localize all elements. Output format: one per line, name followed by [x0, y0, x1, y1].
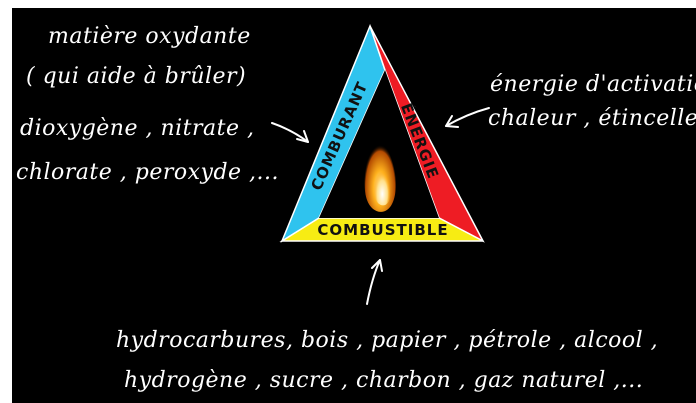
fire-triangle-diagram: COMBURANT ÉNERGIE COMBUSTIBLE	[12, 8, 696, 403]
arrow-icon	[367, 260, 382, 304]
fuel-label: COMBUSTIBLE	[317, 221, 448, 239]
arrow-icon	[272, 123, 308, 142]
arrow-icon	[446, 108, 489, 127]
chalkboard: matière oxydante ( qui aide à brûler) di…	[12, 8, 696, 403]
